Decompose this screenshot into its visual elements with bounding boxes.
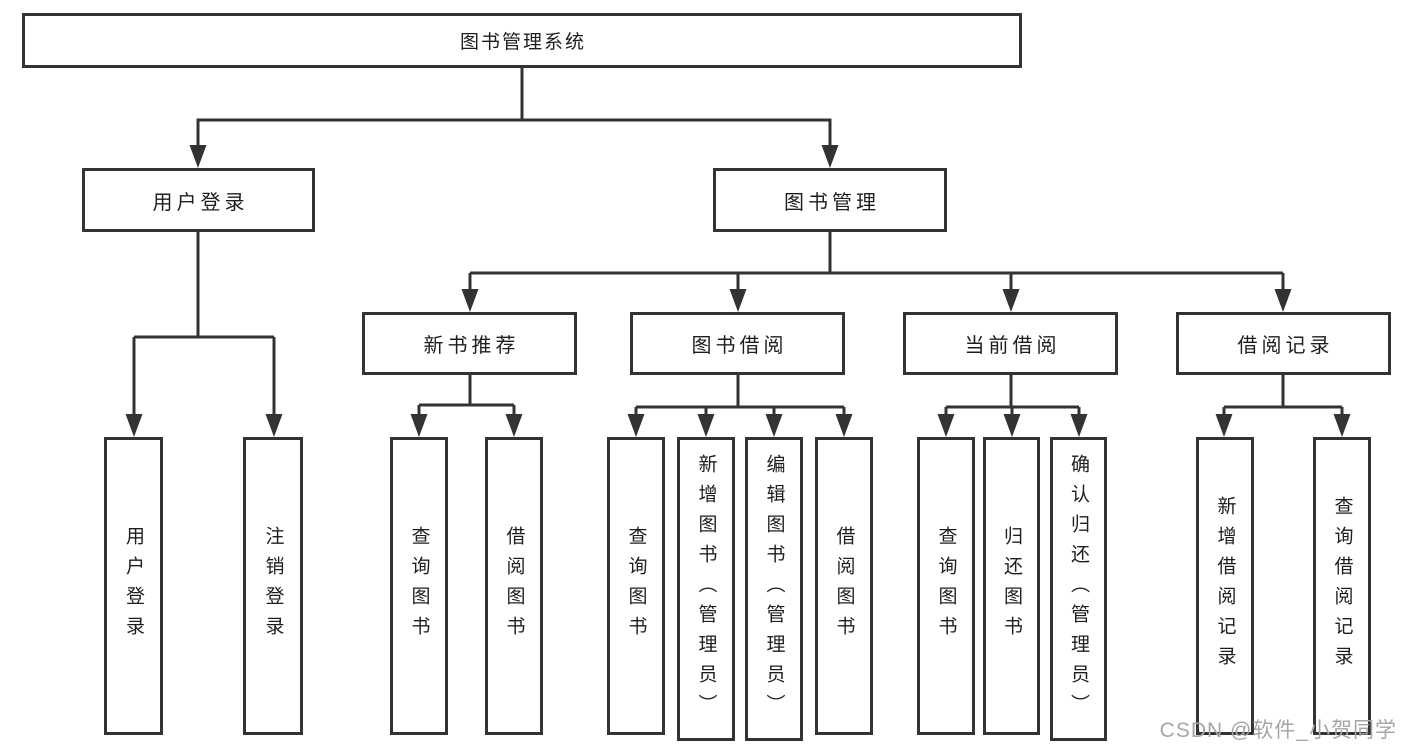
arrowhead-icon	[729, 289, 747, 312]
node-return-books: 归还图书	[983, 437, 1040, 735]
arrowhead-icon	[410, 414, 428, 437]
arrowhead-icon	[125, 414, 143, 437]
arrowhead-icon	[937, 414, 955, 437]
node-add-book-admin: 新增图书（管理员）	[677, 437, 735, 741]
arrowhead-icon	[697, 414, 715, 437]
node-add-borrow-record: 新增借阅记录	[1196, 437, 1254, 735]
arrowhead-icon	[189, 145, 207, 168]
arrowhead-icon	[821, 145, 839, 168]
node-query-books-current: 查询图书	[917, 437, 975, 735]
node-query-books-borrowing: 查询图书	[607, 437, 665, 735]
node-edit-book-admin: 编辑图书（管理员）	[745, 437, 803, 741]
arrowhead-icon	[1215, 414, 1233, 437]
arrowhead-icon	[1070, 414, 1088, 437]
arrowhead-icon	[1002, 289, 1020, 312]
arrowhead-icon	[835, 414, 853, 437]
node-user-login-action: 用户登录	[104, 437, 163, 735]
arrowhead-icon	[1274, 289, 1292, 312]
arrowhead-icon	[627, 414, 645, 437]
node-confirm-return-admin: 确认归还（管理员）	[1050, 437, 1107, 741]
arrowhead-icon	[265, 414, 283, 437]
node-borrowing-records: 借阅记录	[1176, 312, 1391, 375]
node-user-login: 用户登录	[82, 168, 315, 232]
node-library-management-system: 图书管理系统	[22, 13, 1022, 68]
arrowhead-icon	[1003, 414, 1021, 437]
arrowhead-icon	[505, 414, 523, 437]
arrowhead-icon	[461, 289, 479, 312]
watermark-text: CSDN @软件_小贺同学	[1159, 719, 1397, 742]
arrowhead-icon	[1333, 414, 1351, 437]
node-logout-action: 注销登录	[243, 437, 303, 735]
node-current-borrowing: 当前借阅	[903, 312, 1118, 375]
node-borrow-books-recommend: 借阅图书	[485, 437, 543, 735]
node-query-borrow-record: 查询借阅记录	[1313, 437, 1371, 735]
node-book-management: 图书管理	[713, 168, 947, 232]
node-query-books-recommend: 查询图书	[390, 437, 448, 735]
node-borrow-books-borrowing: 借阅图书	[815, 437, 873, 735]
arrowhead-icon	[765, 414, 783, 437]
node-new-book-recommend: 新书推荐	[362, 312, 577, 375]
node-book-borrowing: 图书借阅	[630, 312, 845, 375]
